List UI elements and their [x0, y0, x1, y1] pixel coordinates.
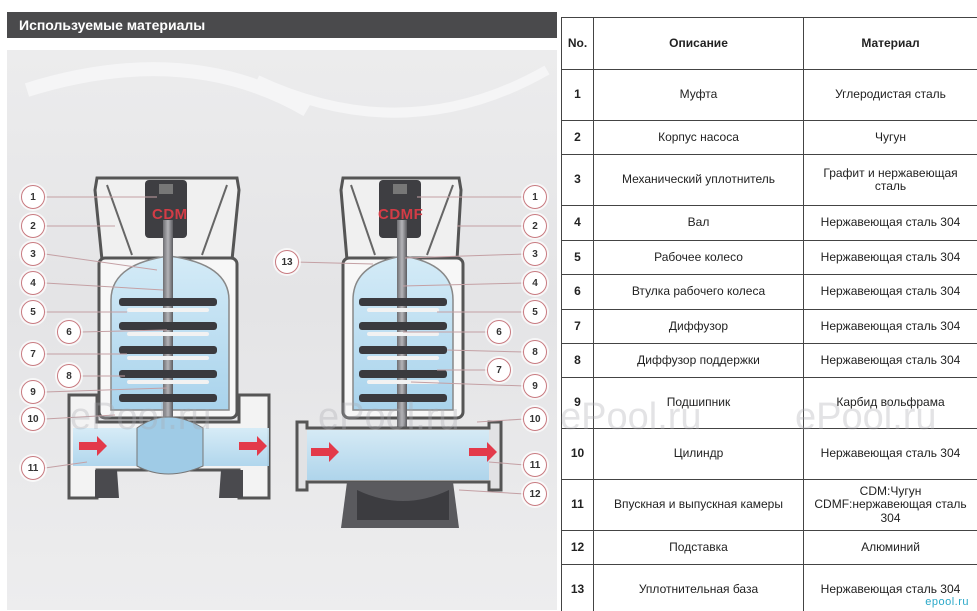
table-header-row: No. Описание Материал	[561, 17, 977, 70]
row-material: Нержавеющая сталь 304	[803, 205, 977, 241]
row-number: 6	[561, 274, 594, 310]
row-material: Нержавеющая сталь 304	[803, 428, 977, 480]
row-material: Нержавеющая сталь 304	[803, 309, 977, 344]
row-number: 3	[561, 154, 594, 206]
row-number: 10	[561, 428, 594, 480]
row-number: 8	[561, 343, 594, 378]
row-number: 9	[561, 377, 594, 429]
row-description: Подшипник	[593, 377, 804, 429]
table-row: 7 Диффузор Нержавеющая сталь 304	[561, 309, 977, 344]
row-material: Нержавеющая сталь 304	[803, 343, 977, 378]
callout-cdmf-3: 3	[523, 242, 547, 266]
cdmf-pump	[295, 176, 503, 528]
callout-cdmf-9: 9	[523, 374, 547, 398]
row-material: Нержавеющая сталь 304	[803, 274, 977, 310]
row-number: 4	[561, 205, 594, 241]
callout-cdm-7: 7	[21, 342, 45, 366]
callout-cdmf-2: 2	[523, 214, 547, 238]
table-row: 10 Цилиндр Нержавеющая сталь 304	[561, 428, 977, 480]
row-number: 1	[561, 69, 594, 121]
table-row: 12 Подставка Алюминий	[561, 530, 977, 565]
callout-cdm-11: 11	[21, 456, 45, 480]
section-header: Используемые материалы	[7, 12, 557, 38]
table-row: 6 Втулка рабочего колеса Нержавеющая ста…	[561, 274, 977, 310]
row-material: Углеродистая сталь	[803, 69, 977, 121]
model-label-cdmf: CDMF	[378, 206, 424, 223]
model-label-cdm: CDM	[152, 206, 188, 223]
corner-logo: epool.ru	[925, 596, 969, 608]
row-material: Алюминий	[803, 530, 977, 565]
row-description: Рабочее колесо	[593, 240, 804, 275]
row-description: Уплотнительная база	[593, 564, 804, 611]
callout-cdm-8: 8	[57, 364, 81, 388]
row-description: Корпус насоса	[593, 120, 804, 155]
row-number: 2	[561, 120, 594, 155]
row-material: CDM:Чугун CDMF:нержавеющая сталь 304	[803, 479, 977, 531]
table-row: 9 Подшипник Карбид вольфрама	[561, 377, 977, 429]
table-row: 5 Рабочее колесо Нержавеющая сталь 304	[561, 240, 977, 275]
row-description: Впускная и выпускная камеры	[593, 479, 804, 531]
table-row: 3 Механический уплотнитель Графит и нерж…	[561, 154, 977, 206]
row-description: Муфта	[593, 69, 804, 121]
header-description: Описание	[593, 17, 804, 70]
callout-cdmf-1: 1	[523, 185, 547, 209]
row-description: Вал	[593, 205, 804, 241]
row-number: 12	[561, 530, 594, 565]
row-number: 11	[561, 479, 594, 531]
row-description: Механический уплотнитель	[593, 154, 804, 206]
table-row: 1 Муфта Углеродистая сталь	[561, 69, 977, 121]
callout-cdm-1: 1	[21, 185, 45, 209]
table-row: 2 Корпус насоса Чугун	[561, 120, 977, 155]
callout-cdm-5: 5	[21, 300, 45, 324]
callout-cdmf-11: 11	[523, 453, 547, 477]
row-description: Подставка	[593, 530, 804, 565]
row-material: Графит и нержавеющая сталь	[803, 154, 977, 206]
pump-diagram: CDM CDMF 1 2 3 4 5 6 7 8 9 10 11 1 2 3 4…	[7, 50, 557, 610]
callout-cdm-3: 3	[21, 242, 45, 266]
callout-cdmf-6: 6	[487, 320, 511, 344]
pump-cutaway-illustration	[24, 62, 550, 528]
row-description: Диффузор поддержки	[593, 343, 804, 378]
callout-cdm-2: 2	[21, 214, 45, 238]
table-row: 11 Впускная и выпускная камеры CDM:Чугун…	[561, 479, 977, 531]
row-number: 5	[561, 240, 594, 275]
row-material: Карбид вольфрама	[803, 377, 977, 429]
cdm-pump	[67, 176, 271, 500]
materials-table: No. Описание Материал 1 Муфта Углеродист…	[561, 17, 977, 611]
callout-cdmf-7: 7	[487, 358, 511, 382]
callout-cdm-4: 4	[21, 271, 45, 295]
table-row: 13 Уплотнительная база Нержавеющая сталь…	[561, 564, 977, 611]
row-description: Диффузор	[593, 309, 804, 344]
table-row: 8 Диффузор поддержки Нержавеющая сталь 3…	[561, 343, 977, 378]
callout-cdmf-12: 12	[523, 482, 547, 506]
row-number: 7	[561, 309, 594, 344]
callout-cdmf-10: 10	[523, 407, 547, 431]
row-material: Чугун	[803, 120, 977, 155]
callout-cdmf-13: 13	[275, 250, 299, 274]
header-no: No.	[561, 17, 594, 70]
callout-cdmf-5: 5	[523, 300, 547, 324]
callout-cdm-6: 6	[57, 320, 81, 344]
row-description: Цилиндр	[593, 428, 804, 480]
row-material: Нержавеющая сталь 304	[803, 564, 977, 611]
row-number: 13	[561, 564, 594, 611]
row-material: Нержавеющая сталь 304	[803, 240, 977, 275]
callout-cdm-10: 10	[21, 407, 45, 431]
table-row: 4 Вал Нержавеющая сталь 304	[561, 205, 977, 241]
callout-cdmf-4: 4	[523, 271, 547, 295]
header-material: Материал	[803, 17, 977, 70]
section-title: Используемые материалы	[19, 17, 206, 33]
callout-cdmf-8: 8	[523, 340, 547, 364]
row-description: Втулка рабочего колеса	[593, 274, 804, 310]
callout-cdm-9: 9	[21, 380, 45, 404]
